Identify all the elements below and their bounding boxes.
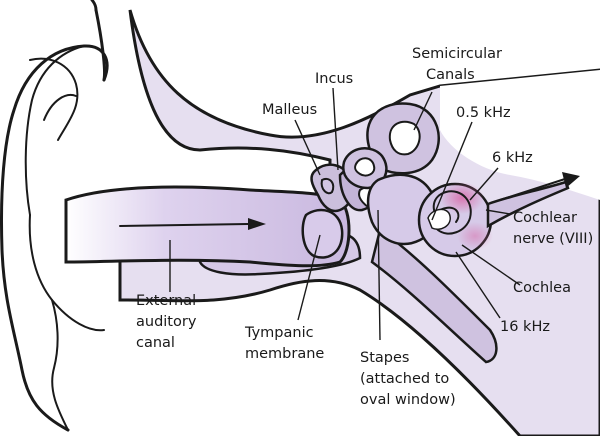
label-malleus: Malleus [262,102,317,118]
label-semicircular-canals-2: Canals [426,67,475,83]
nerve-arrow-head [562,172,580,188]
label-stapes-3: oval window) [360,392,456,408]
labels: External auditory canal Tympanic membran… [136,46,593,408]
label-cochlear-nerve-1: Cochlear [513,210,577,226]
label-semicircular-canals-1: Semicircular [412,46,502,62]
label-freq-0-5khz: 0.5 kHz [456,105,511,121]
label-tympanic-membrane-2: membrane [245,346,324,362]
label-cochlea: Cochlea [513,280,571,296]
pinna [0,0,109,432]
label-cochlear-nerve-2: nerve (VIII) [513,231,593,247]
label-incus: Incus [315,71,353,87]
label-stapes-2: (attached to [360,371,449,387]
label-stapes-1: Stapes [360,350,409,366]
label-freq-16khz: 16 kHz [500,319,550,335]
label-freq-6khz: 6 kHz [492,150,533,166]
external-auditory-canal [64,185,351,268]
label-external-auditory-canal-3: canal [136,335,175,351]
sound-arrow-shaft [119,223,249,227]
label-external-auditory-canal-1: External [136,293,196,309]
inner-ear [366,172,580,258]
label-external-auditory-canal-2: auditory [136,314,197,330]
semicircular-canals [342,102,440,190]
label-tympanic-membrane-1: Tympanic [244,325,314,341]
high-frequency-region [440,182,484,214]
leader-lines [169,87,521,341]
sound-arrow-head [248,218,266,230]
